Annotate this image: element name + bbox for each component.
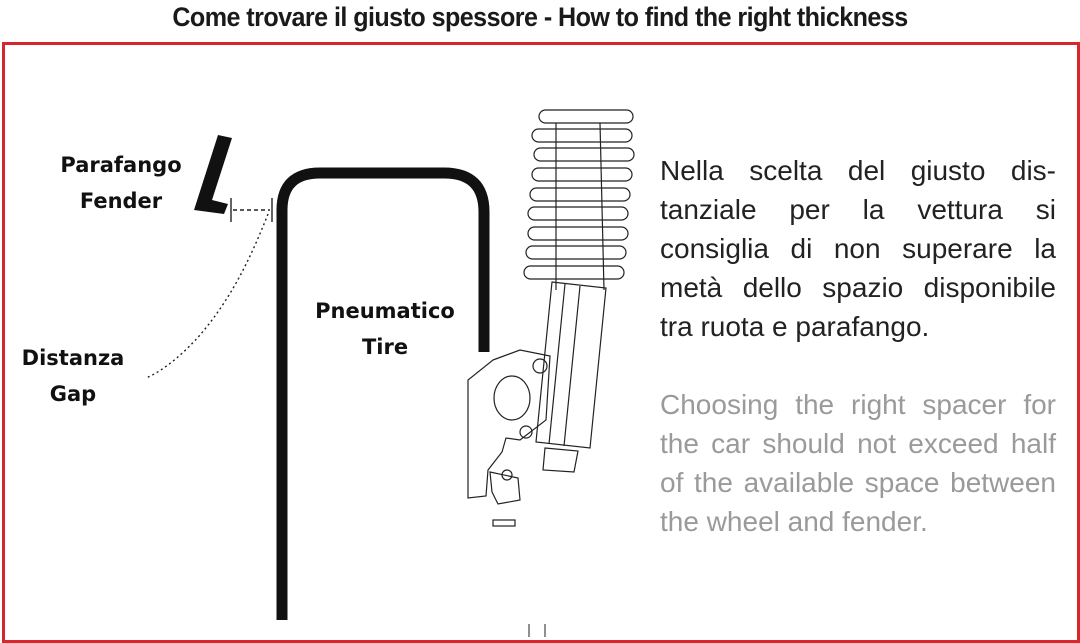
gap-label: Distanza Gap xyxy=(8,340,138,412)
gap-indicator xyxy=(145,198,273,379)
tire-label: Pneumatico Tire xyxy=(300,293,470,365)
shock-absorber xyxy=(535,281,607,473)
tire-label-it: Pneumatico xyxy=(315,299,455,323)
tire-outline xyxy=(276,167,490,620)
page-title: Come trovare il giusto spessore - How to… xyxy=(172,2,908,32)
fender-shape xyxy=(194,135,232,214)
diagram-frame xyxy=(2,42,1080,643)
wheel-hub-bracket xyxy=(467,349,551,527)
coil-spring xyxy=(523,109,635,291)
fender-label-it: Parafango xyxy=(60,153,182,177)
english-description: Choosing the right spacer for the car sh… xyxy=(660,389,1056,537)
tire-label-en: Tire xyxy=(361,335,409,359)
fender-label-en: Fender xyxy=(79,189,163,213)
fender-label: Parafango Fender xyxy=(46,147,196,219)
italian-description: Nella scelta del giusto dis­tanziale per… xyxy=(660,155,1056,342)
gap-label-it: Distanza xyxy=(21,346,125,370)
gap-label-en: Gap xyxy=(49,382,97,406)
